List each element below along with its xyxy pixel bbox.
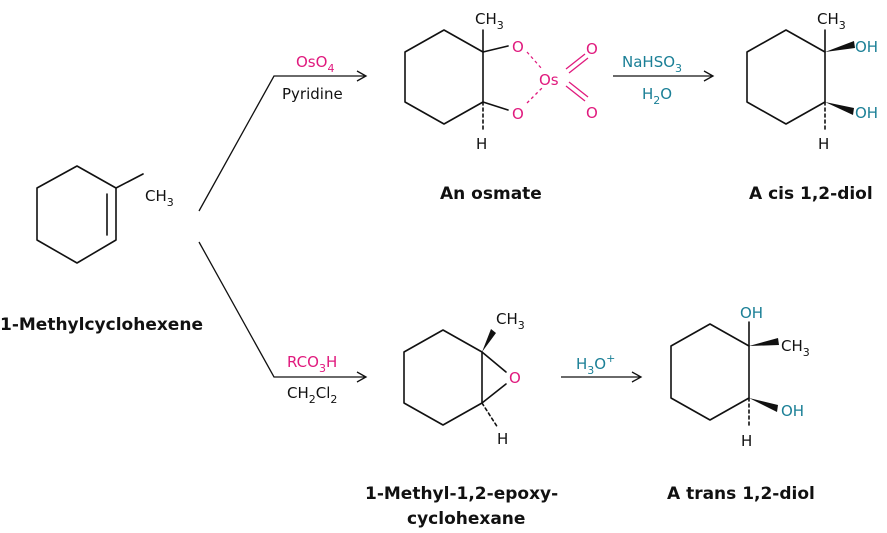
epoxide-ring bbox=[403, 329, 483, 426]
start-molecule: CH3 1-Methylcyclohexene bbox=[0, 165, 203, 335]
trans-diol-wedge-oh bbox=[749, 398, 778, 412]
bottom-step1-solvent: CH2Cl2 bbox=[287, 384, 337, 406]
osmate-ch3-label: CH3 bbox=[475, 10, 504, 32]
osmate-molecule: CH3 O O Os O O H An osmate bbox=[404, 10, 598, 204]
branch-bottom bbox=[198, 241, 365, 378]
epoxide-molecule: CH3 O H 1-Methyl-1,2-epoxy- cyclohexane bbox=[365, 310, 558, 529]
trans-diol-molecule: OH CH3 OH H A trans 1,2-diol bbox=[667, 304, 815, 504]
osmate-os-o-dbl-bottom-a bbox=[565, 85, 586, 102]
branch-bottom-arrowhead bbox=[356, 371, 368, 383]
cis-diol-name: A cis 1,2-diol bbox=[749, 184, 873, 204]
cis-diol-ch3-label: CH3 bbox=[817, 10, 846, 32]
start-name: 1-Methylcyclohexene bbox=[0, 315, 203, 335]
osmate-os: Os bbox=[539, 71, 559, 89]
start-ring bbox=[36, 165, 117, 264]
epoxide-h-bond bbox=[481, 402, 499, 429]
trans-diol-h-label: H bbox=[741, 432, 752, 450]
top-step1-solvent: Pyridine bbox=[282, 85, 343, 103]
cis-diol-molecule: CH3 OH OH H A cis 1,2-diol bbox=[746, 10, 878, 204]
osmate-h-label: H bbox=[476, 135, 487, 153]
trans-diol-name: A trans 1,2-diol bbox=[667, 484, 815, 504]
osmate-os-o-dbl-top-b bbox=[568, 57, 589, 74]
epoxide-ch3-label: CH3 bbox=[496, 310, 525, 332]
trans-diol-oh-top: OH bbox=[740, 304, 763, 322]
osmate-name: An osmate bbox=[440, 184, 542, 204]
branch-top bbox=[198, 75, 365, 212]
epoxide-wedge-ch3 bbox=[482, 329, 496, 352]
cis-diol-oh-top: OH bbox=[855, 38, 878, 56]
start-methyl-bond bbox=[115, 173, 144, 189]
epoxide-h-label: H bbox=[497, 430, 508, 448]
cis-diol-wedge-bottom bbox=[825, 102, 854, 115]
osmate-ring bbox=[404, 29, 484, 125]
osmate-os-o-dbl-top-a bbox=[565, 53, 586, 70]
start-ch3-label: CH3 bbox=[145, 187, 174, 209]
osmate-o-upper-right: O bbox=[586, 40, 598, 58]
epoxide-co-bottom bbox=[481, 383, 507, 404]
trans-diol-ch3-label: CH3 bbox=[781, 337, 810, 359]
cis-diol-ring bbox=[746, 29, 826, 125]
bottom-step2-reagent: H3O+ bbox=[576, 352, 615, 377]
bottom-step1-reagent: RCO3H bbox=[287, 353, 337, 375]
cis-diol-oh-bottom: OH bbox=[855, 104, 878, 122]
top-step2-solvent: H2O bbox=[642, 85, 672, 107]
cis-diol-h-label: H bbox=[818, 135, 829, 153]
branch-top-arrowhead bbox=[356, 70, 368, 82]
top-step1-reagent: OsO4 bbox=[296, 53, 334, 75]
osmate-o-bottom: O bbox=[512, 105, 524, 123]
osmate-o-os-bottom bbox=[526, 87, 543, 104]
trans-diol-ring bbox=[670, 323, 750, 421]
cis-diol-wedge-top bbox=[825, 41, 855, 52]
epoxide-co-top bbox=[481, 351, 507, 373]
trans-diol-wedge-ch3 bbox=[749, 338, 779, 346]
trans-diol-oh-bottom: OH bbox=[781, 402, 804, 420]
top-step2-arrowhead bbox=[703, 70, 715, 82]
osmate-o-os-top bbox=[526, 51, 543, 70]
top-step2-reagent: NaHSO3 bbox=[622, 53, 682, 75]
epoxide-name-line2: cyclohexane bbox=[407, 509, 525, 529]
osmate-co-bond-bottom bbox=[482, 101, 509, 111]
osmate-o-lower-right: O bbox=[586, 104, 598, 122]
osmate-os-o-dbl-bottom-b bbox=[568, 81, 589, 98]
bottom-step2-arrowhead bbox=[631, 371, 643, 383]
osmate-co-bond-top bbox=[482, 45, 509, 53]
epoxide-name-line1: 1-Methyl-1,2-epoxy- bbox=[365, 484, 558, 504]
osmate-o-top: O bbox=[512, 38, 524, 56]
epoxide-o: O bbox=[509, 369, 521, 387]
